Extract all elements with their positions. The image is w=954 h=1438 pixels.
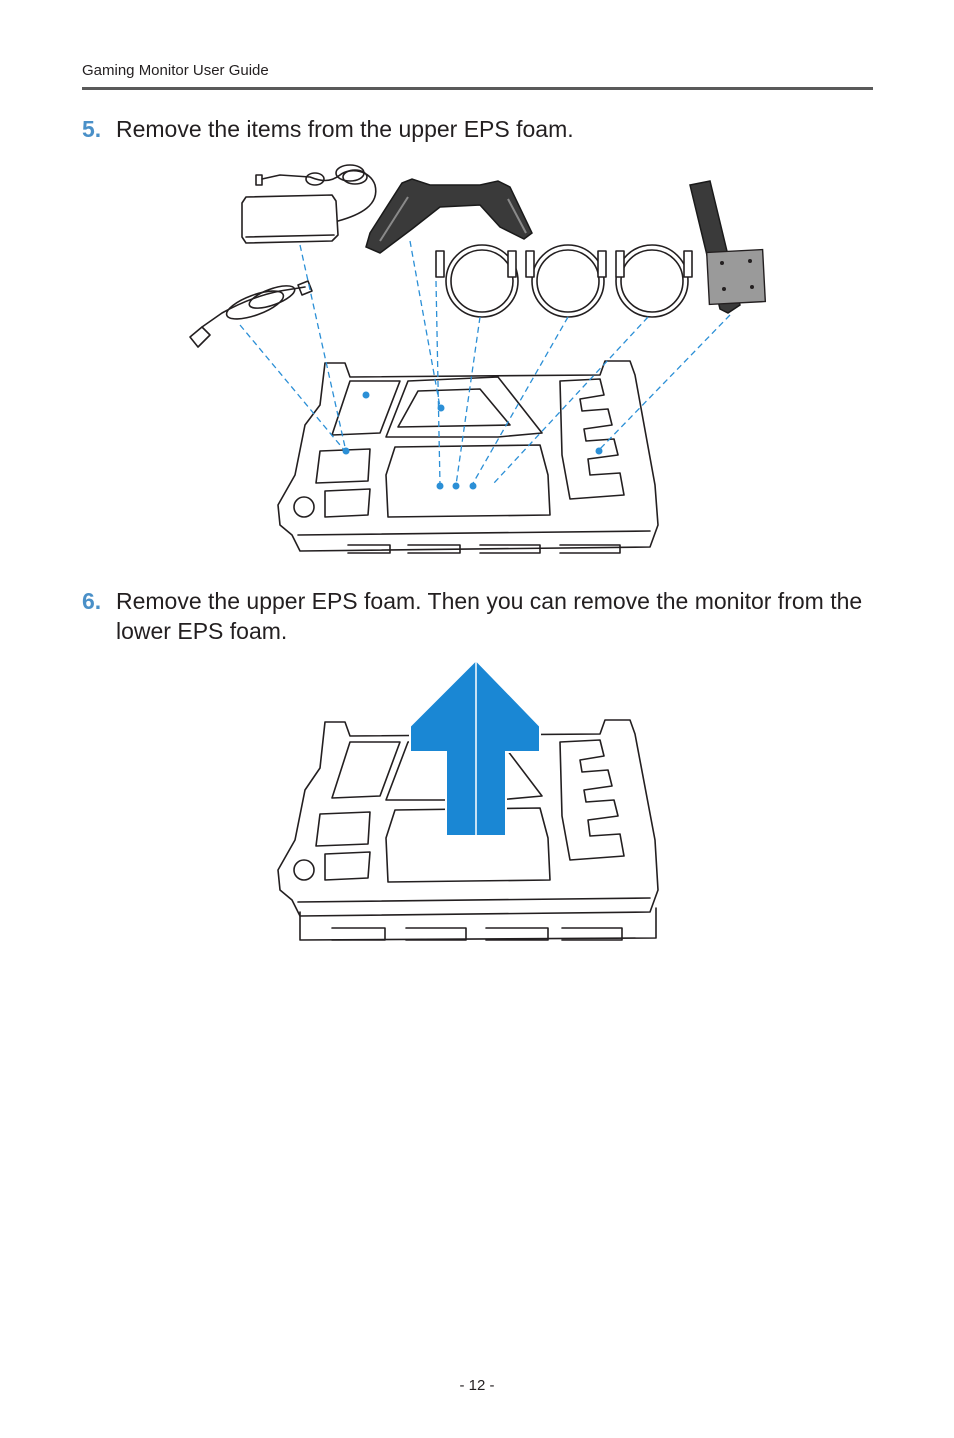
foam-accessories-illustration — [189, 164, 767, 554]
running-header: Gaming Monitor User Guide — [82, 62, 269, 79]
step-5: 5. Remove the items from the upper EPS f… — [82, 114, 882, 144]
step-text: Remove the upper EPS foam. Then you can … — [116, 588, 863, 644]
power-cord-icon — [189, 280, 313, 348]
cable-coil-icon — [525, 244, 607, 318]
foam-removal-illustration — [277, 658, 659, 941]
stand-base-icon — [365, 178, 533, 254]
lift-arrow-icon — [409, 658, 541, 837]
stand-neck-icon — [689, 180, 767, 314]
guide-lines — [239, 240, 731, 490]
step-6: 6. Remove the upper EPS foam. Then you c… — [82, 586, 882, 646]
page-number: - 12 - — [459, 1377, 495, 1394]
cable-coil-icon — [615, 244, 693, 318]
step-number: 5. — [82, 116, 102, 142]
upper-eps-foam-icon — [277, 360, 659, 554]
cable-coil-icon — [435, 244, 519, 318]
power-adapter-icon — [241, 164, 377, 244]
step-text: Remove the items from the upper EPS foam… — [116, 116, 574, 142]
header-rule — [82, 87, 873, 90]
step-number: 6. — [82, 588, 102, 614]
